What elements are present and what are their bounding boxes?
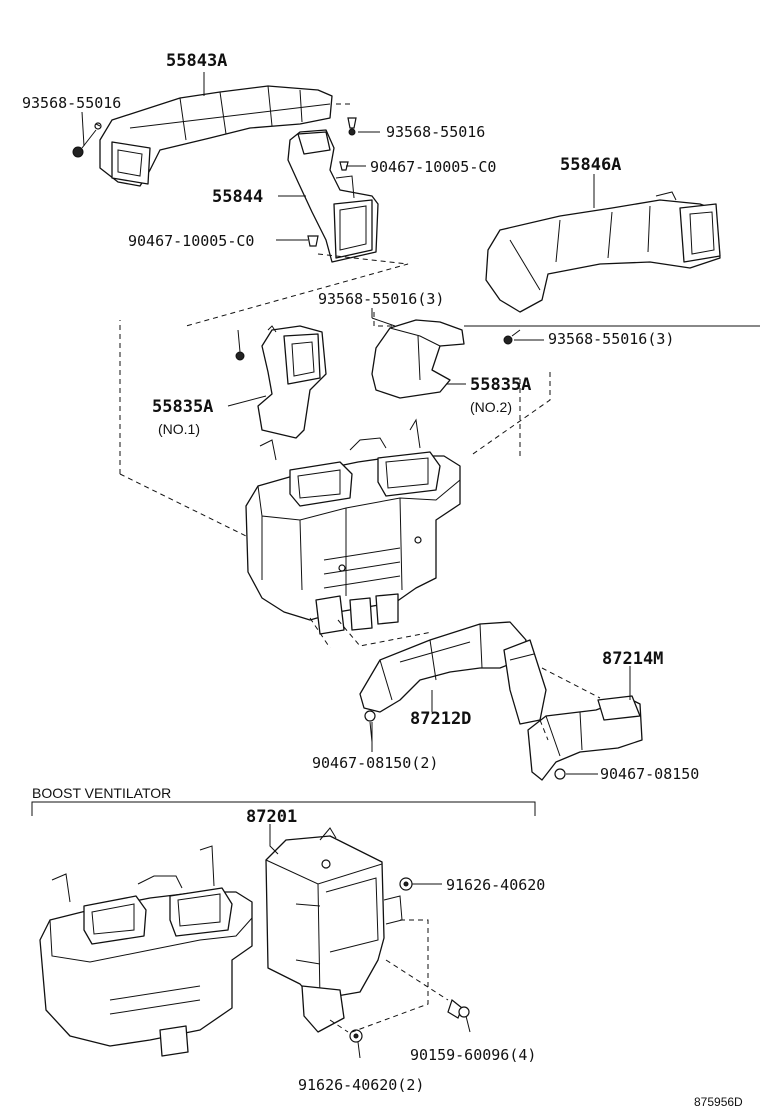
label-boost-ventilator: BOOST VENTILATOR (32, 785, 171, 801)
leader-lines (81, 72, 760, 1059)
duct-55846A (485, 191, 721, 313)
assembly-lines (95, 103, 601, 1033)
duct-55835A-no1 (257, 325, 327, 439)
label-91626-40620: 91626-40620 (446, 876, 545, 894)
bolt-93568-55016-right (347, 117, 357, 136)
label-90467-08150-2: 90467-08150(2) (312, 754, 438, 772)
label-93568-55016-left: 93568-55016 (22, 94, 121, 112)
label-93568-55016-right: 93568-55016 (386, 123, 485, 141)
bolt-55835A-no2 (503, 329, 521, 345)
label-55846A: 55846A (560, 155, 621, 175)
duct-55835A-no2 (371, 319, 465, 399)
duct-87212D (359, 621, 547, 725)
bolt-90467-08150 (554, 768, 566, 780)
duct-55843A (99, 85, 333, 187)
bolt-55835A-no1 (235, 329, 245, 361)
label-55843A: 55843A (166, 51, 227, 71)
label-87212D: 87212D (410, 709, 471, 729)
bolt-91626-40620-2 (349, 1029, 363, 1043)
label-90467-10005-C0-top: 90467-10005-C0 (370, 158, 496, 176)
bolt-90467-08150-2 (364, 710, 376, 743)
label-93568-55016-3-right: 93568-55016(3) (548, 330, 674, 348)
duct-87214M (527, 695, 643, 781)
label-diagram-id: 875956D (694, 1095, 743, 1109)
boost-ventilator-bracket (31, 801, 536, 816)
label-93568-55016-3-left: 93568-55016(3) (318, 290, 444, 308)
label-87201: 87201 (246, 807, 297, 827)
clip-90467-10005-top (339, 161, 349, 171)
duct-55844 (287, 129, 379, 263)
heater-unit-small (39, 845, 253, 1057)
label-no1: (NO.1) (158, 421, 200, 437)
label-no2: (NO.2) (470, 399, 512, 415)
heater-unit (245, 418, 461, 635)
bolt-91626-40620 (399, 877, 413, 891)
bolt-93568-55016-left (72, 122, 102, 158)
label-90159-60096-4: 90159-60096(4) (410, 1046, 536, 1064)
label-91626-40620-2: 91626-40620(2) (298, 1076, 424, 1094)
clip-90467-10005-bottom (307, 235, 319, 247)
blower-87201 (265, 827, 403, 1033)
label-90467-08150: 90467-08150 (600, 765, 699, 783)
label-55844: 55844 (212, 187, 263, 207)
label-55835A-no1: 55835A (152, 397, 213, 417)
label-87214M: 87214M (602, 649, 663, 669)
label-55835A-no2: 55835A (470, 375, 531, 395)
bolt-90159-60096 (447, 998, 470, 1019)
label-90467-10005-C0-bottom: 90467-10005-C0 (128, 232, 254, 250)
